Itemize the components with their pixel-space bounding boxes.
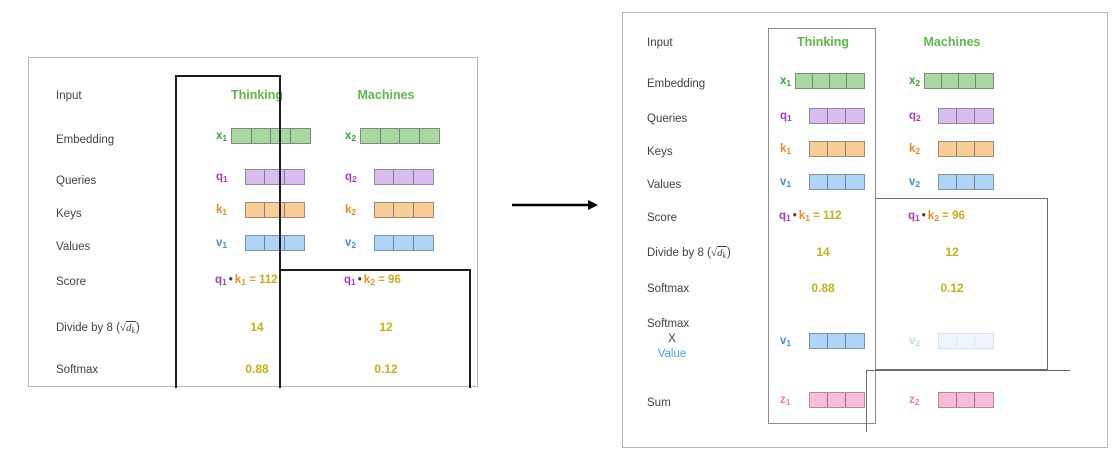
right-vector-label-v2: v2 (909, 176, 921, 189)
left-vector-cells-q2 (374, 169, 434, 185)
right-vector-label-x2: x2 (909, 75, 921, 88)
right-weighted-cells-v2-faded (938, 333, 994, 349)
left-score-machines: q1•k2 = 96 (344, 274, 401, 287)
right-vector-cells-v1 (809, 174, 865, 190)
left-vector-cells-x1 (231, 128, 311, 144)
left-vector-label-v1: v1 (216, 237, 228, 250)
right-panel-grid: Thinking Machines Input Embedding Querie… (623, 13, 1107, 447)
right-row-label-divide-text: Divide by 8 ( (647, 247, 711, 259)
left-vector-cells-v2 (374, 235, 434, 251)
right-score-thinking: q1•k1 = 112 (779, 210, 842, 223)
right-sum-label-z1: z1 (780, 394, 791, 407)
left-row-label-input: Input (56, 90, 82, 102)
right-vector-label-k1: k1 (780, 143, 792, 156)
right-column-header-machines: Machines (923, 35, 981, 49)
left-vector-label-v2: v2 (345, 237, 357, 250)
left-softmax-thinking: 0.88 (245, 362, 269, 376)
softmax-x-value-line1: Softmax (647, 318, 690, 330)
left-vector-label-q2: q2 (345, 171, 357, 184)
left-panel-grid: Thinking Machines Input Embedding Querie… (29, 58, 477, 386)
right-vector-label-q2: q2 (909, 110, 921, 123)
left-vector-label-x1: x1 (216, 130, 228, 143)
sqrt-dk-base-right: d (716, 247, 723, 259)
left-row-label-queries: Queries (56, 175, 97, 187)
right-diagram-panel: Thinking Machines Input Embedding Querie… (622, 12, 1108, 448)
sqrt-dk-base: d (125, 322, 132, 334)
left-column-header-machines: Machines (357, 88, 415, 102)
sqrt-dk-subscript: k (131, 326, 136, 335)
right-weighted-label-v1: v1 (780, 335, 792, 348)
right-vector-cells-q2 (938, 108, 994, 124)
right-row-label-values: Values (647, 179, 682, 191)
left-divide-thinking: 14 (250, 320, 264, 334)
right-sum-cells-z1 (809, 392, 865, 408)
sqrt-dk-symbol: √dk (119, 321, 137, 335)
left-vector-label-x2: x2 (345, 130, 357, 143)
left-vector-label-k1: k1 (216, 204, 228, 217)
right-softmax-thinking: 0.88 (811, 281, 835, 295)
sqrt-dk-subscript-right: k (722, 251, 727, 260)
right-row-label-keys: Keys (647, 146, 673, 158)
right-row-label-embedding: Embedding (647, 78, 706, 90)
right-vector-cells-x2 (924, 73, 994, 89)
left-row-label-divide-text: Divide by 8 ( (56, 322, 120, 334)
left-vector-cells-k2 (374, 202, 434, 218)
right-row-label-score: Score (647, 212, 678, 224)
right-score-machines: q1•k2 = 96 (908, 210, 965, 223)
left-row-label-score: Score (56, 276, 87, 288)
right-vector-cells-x1 (795, 73, 865, 89)
right-arrow-icon (512, 198, 598, 212)
right-row-label-queries: Queries (647, 113, 688, 125)
right-row-label-divide-tail: ) (727, 247, 731, 259)
right-divide-machines: 12 (945, 245, 959, 259)
left-vector-label-q1: q1 (216, 171, 228, 184)
left-diagram-panel: Thinking Machines Input Embedding Querie… (28, 57, 478, 387)
left-vector-cells-q1 (245, 169, 305, 185)
right-row-label-divide: Divide by 8 (√dk) (647, 246, 731, 260)
left-softmax-machines: 0.12 (374, 362, 398, 376)
right-vector-label-k2: k2 (909, 143, 921, 156)
left-column-header-thinking: Thinking (230, 88, 284, 102)
right-softmax-machines: 0.12 (940, 281, 964, 295)
right-row-label-softmax-x-value: Softmax X Value (647, 318, 697, 362)
right-vector-label-x1: x1 (780, 75, 792, 88)
right-weighted-cells-v1 (809, 333, 865, 349)
right-row-label-sum: Sum (647, 397, 671, 409)
right-column-header-thinking: Thinking (796, 35, 850, 49)
softmax-x-value-line2: X (668, 333, 676, 346)
left-vector-cells-v1 (245, 235, 305, 251)
right-vector-cells-k2 (938, 141, 994, 157)
left-row-label-divide-tail: ) (136, 322, 140, 334)
right-weighted-label-v2: v2 (909, 335, 921, 348)
right-vector-cells-k1 (809, 141, 865, 157)
right-vector-cells-q1 (809, 108, 865, 124)
left-vector-cells-x2 (360, 128, 440, 144)
left-row-label-values: Values (56, 241, 91, 253)
left-row-label-embedding: Embedding (56, 134, 115, 146)
left-row-label-divide: Divide by 8 (√dk) (56, 321, 140, 335)
right-sum-label-z2: z2 (909, 394, 920, 407)
left-divide-machines: 12 (379, 320, 393, 334)
right-vector-label-q1: q1 (780, 110, 792, 123)
left-vector-cells-k1 (245, 202, 305, 218)
softmax-x-value-line3: Value (657, 348, 687, 361)
left-row-label-keys: Keys (56, 208, 82, 220)
right-divide-thinking: 14 (816, 245, 830, 259)
left-vector-label-k2: k2 (345, 204, 357, 217)
left-row-label-softmax: Softmax (56, 364, 99, 376)
right-vector-label-v1: v1 (780, 176, 792, 189)
right-row-label-softmax: Softmax (647, 283, 690, 295)
right-row-label-input: Input (647, 37, 673, 49)
sqrt-dk-symbol-right: √dk (710, 246, 728, 260)
left-score-thinking: q1•k1 = 112 (215, 274, 278, 287)
right-vector-cells-v2 (938, 174, 994, 190)
right-sum-cells-z2 (938, 392, 994, 408)
